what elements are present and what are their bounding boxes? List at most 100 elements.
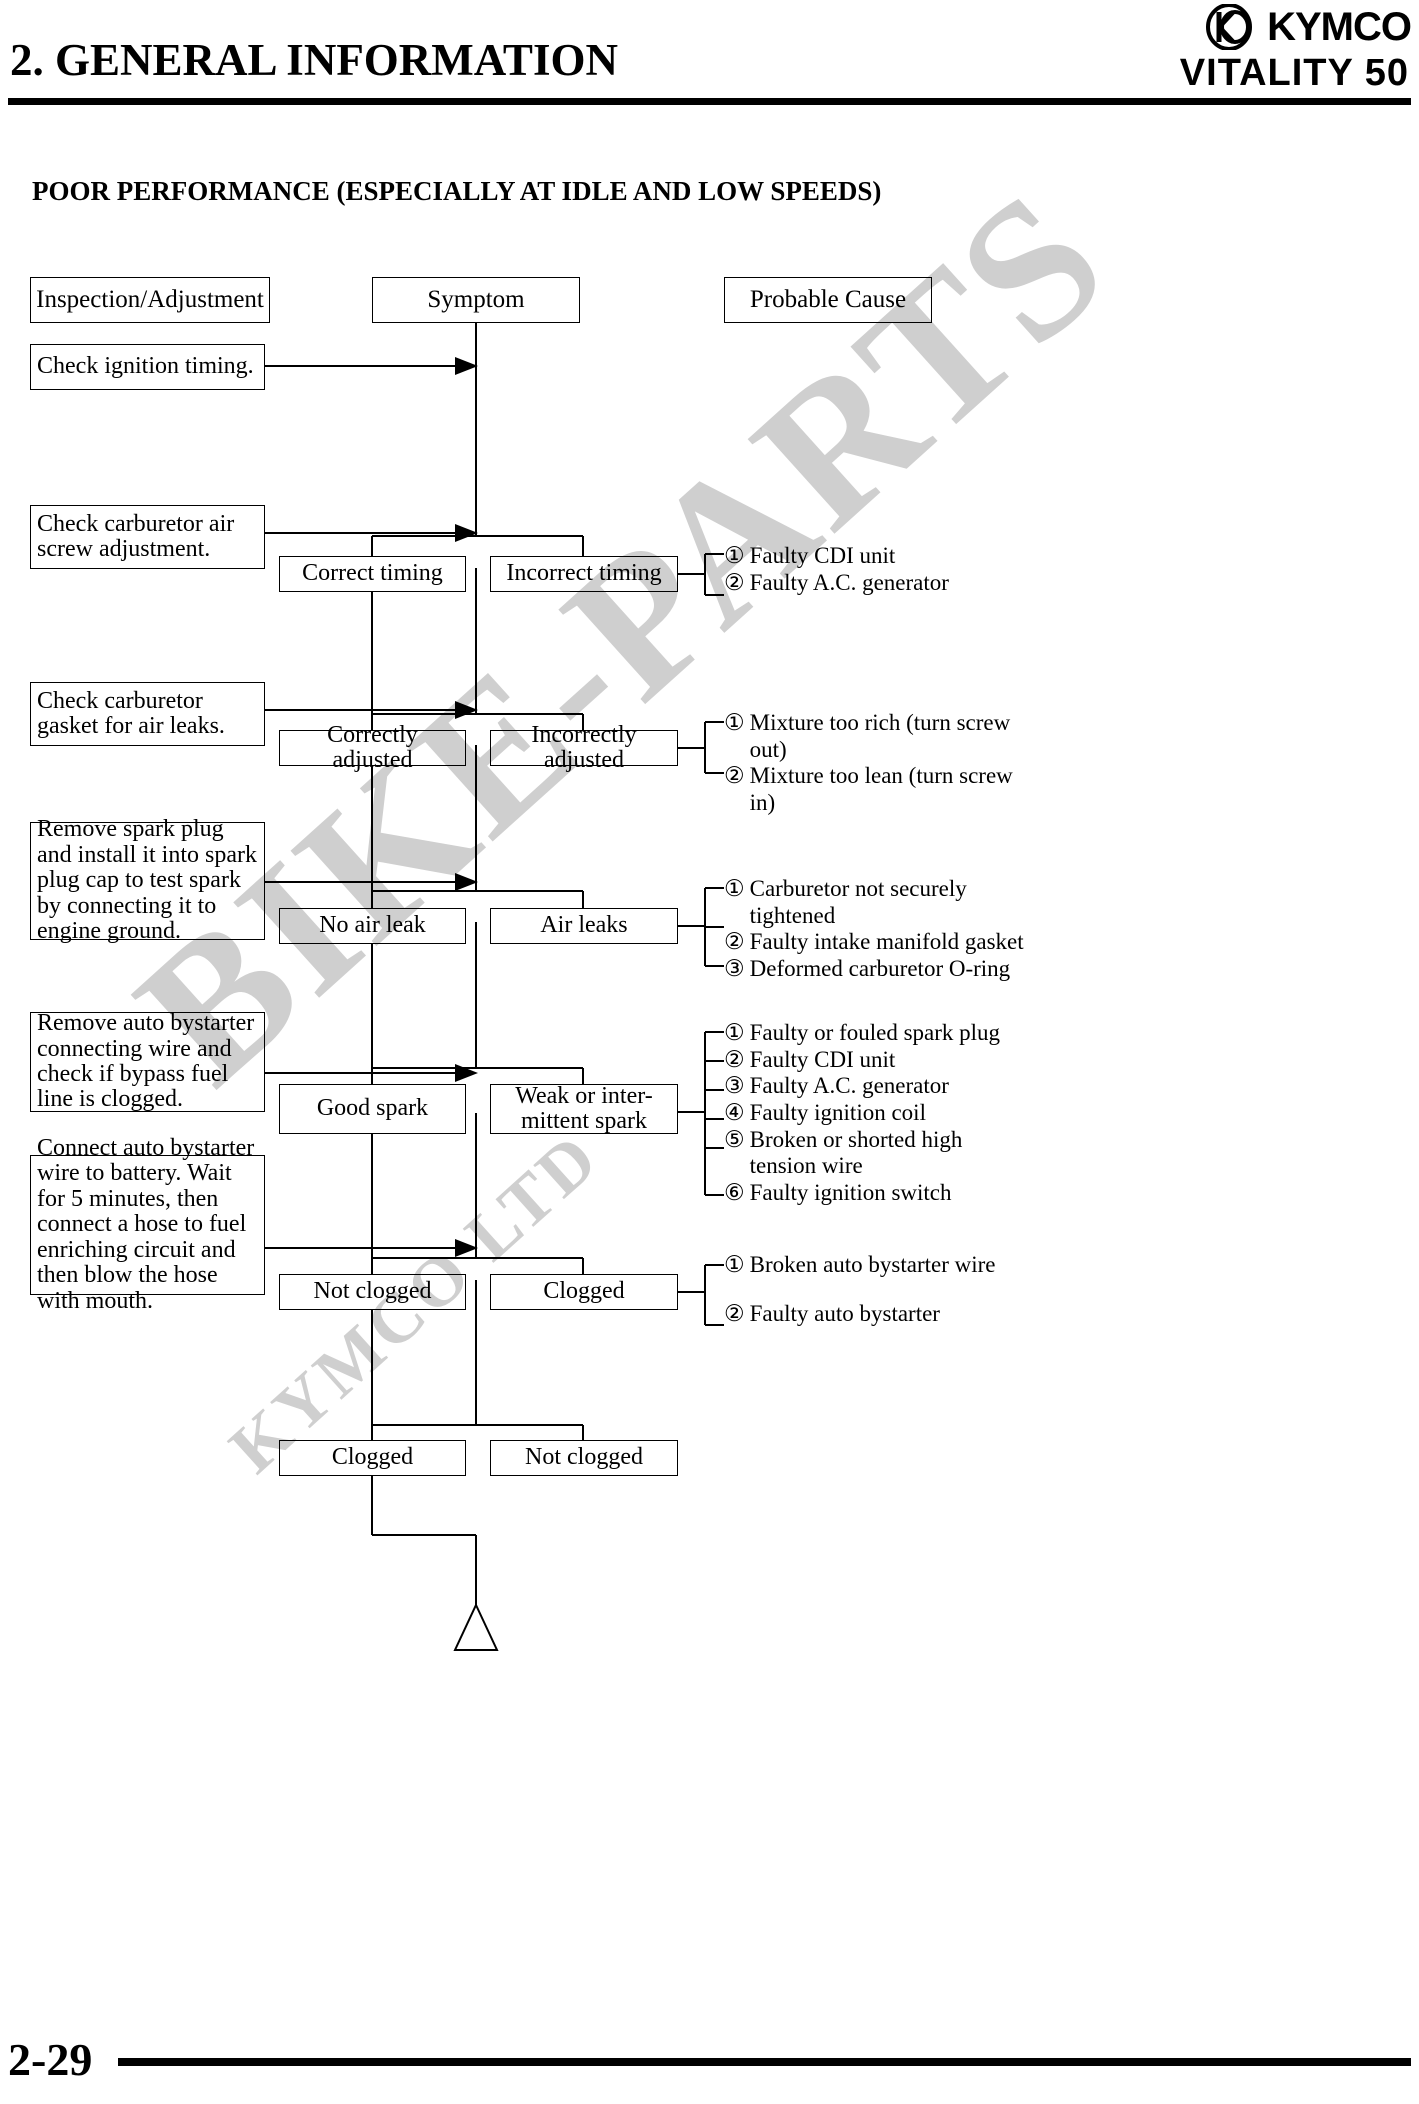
cause-item: ④ Faulty ignition coil [724,1100,1024,1127]
cause-number: ⑤ [724,1126,745,1152]
symptom-box-5-ok: Not clogged [279,1274,466,1310]
brand-block: KYMCO VITALITY 50 [1081,3,1412,95]
cause-list-3: ① Carburetor not securely tightened ② Fa… [724,876,1044,983]
inspection-box-5: Remove auto bystarter connecting wire an… [30,1010,265,1113]
cause-list-2: ① Mixture too rich (turn screw out) ② Mi… [724,710,1039,817]
symptom-box-4-bad: Weak or inter-mittent spark [490,1083,678,1134]
symptom-box-1-bad-text: Incorrect timing [506,560,662,587]
cause-item: ② Faulty A.C. generator [724,570,1054,597]
inspection-box-2: Check carburetor air screw adjustment. [30,505,265,569]
column-header-inspection: Inspection/Adjustment [30,277,270,323]
column-header-cause: Probable Cause [724,277,932,323]
cause-text: Faulty CDI unit [749,543,896,568]
cause-number: ② [724,1046,745,1072]
cause-item: ② Faulty auto bystarter [724,1301,1044,1328]
column-header-symptom: Symptom [372,277,580,323]
page-number: 2-29 [8,2034,93,2085]
cause-item: ① Faulty CDI unit [724,543,1054,570]
cause-text: Faulty ignition coil [749,1100,926,1126]
symptom-box-2-bad-text: Incorrectly adjusted [531,721,637,773]
symptom-box-6-bad-text: Not clogged [525,1444,643,1471]
symptom-box-2-ok-text: Correctly adjusted [327,721,418,773]
symptom-box-6-ok: Clogged [279,1440,466,1476]
footer-divider [118,2058,1411,2066]
symptom-box-3-ok-text: No air leak [319,912,426,939]
kymco-logo-icon [1205,3,1259,51]
cause-item: ② Faulty intake manifold gasket [724,929,1044,956]
symptom-box-1-ok-text: Correct timing [302,560,443,587]
symptom-box-3-bad: Air leaks [490,908,678,944]
inspection-box-1-text: Check ignition timing. [37,353,254,380]
cause-item: ⑤ Broken or shorted high tension wire [724,1127,1024,1180]
cause-item: ① Mixture too rich (turn screw out) [724,710,1039,763]
cause-number: ① [724,543,745,568]
column-header-inspection-label: Inspection/Adjustment [36,285,264,313]
continuation-triangle-icon [453,1602,499,1651]
inspection-box-6-text: Connect auto bystarter wire to battery. … [37,1134,255,1314]
page-title: 2. GENERAL INFORMATION [10,34,618,86]
cause-text: Faulty CDI unit [749,1046,896,1072]
symptom-box-6-bad: Not clogged [490,1440,678,1476]
symptom-box-1-ok: Correct timing [279,556,466,592]
inspection-box-2-text: Check carburetor air screw adjustment. [37,510,235,562]
cause-item: ③ Deformed carburetor O-ring [724,956,1044,983]
page-footer: 2-29 [0,2014,1419,2104]
cause-number: ③ [724,956,745,982]
cause-number: ② [724,763,745,789]
inspection-box-3: Check carburetor gasket for air leaks. [30,682,265,746]
cause-text: Mixture too lean (turn screw in) [749,763,1013,816]
cause-number: ④ [724,1100,745,1126]
cause-number: ① [724,1020,745,1045]
symptom-box-1-bad: Incorrect timing [490,556,678,592]
cause-text: Faulty A.C. generator [749,1073,949,1099]
symptom-box-3-ok: No air leak [279,908,466,944]
inspection-box-3-text: Check carburetor gasket for air leaks. [37,687,225,739]
cause-item: ③ Faulty A.C. generator [724,1073,1024,1100]
inspection-box-5-text: Remove auto bystarter connecting wire an… [37,1010,255,1113]
cause-text: Mixture too rich (turn screw out) [749,710,1011,762]
section-heading: POOR PERFORMANCE (ESPECIALLY AT IDLE AND… [32,176,882,206]
inspection-box-4: Remove spark plug and install it into sp… [30,817,265,944]
cause-text: Faulty intake manifold gasket [749,929,1024,955]
cause-item: ⑥ Faulty ignition switch [724,1180,1024,1207]
column-header-symptom-label: Symptom [427,285,525,313]
inspection-box-4-text: Remove spark plug and install it into sp… [37,816,257,945]
inspection-box-1: Check ignition timing. [30,344,265,390]
cause-number: ① [724,876,745,901]
cause-number: ② [724,569,745,595]
symptom-box-3-bad-text: Air leaks [540,912,628,939]
cause-number: ② [724,1300,745,1326]
symptom-box-4-ok: Good spark [279,1084,466,1134]
cause-text: Faulty auto bystarter [749,1300,940,1326]
symptom-box-5-bad: Clogged [490,1274,678,1310]
symptom-box-5-ok-text: Not clogged [313,1278,432,1305]
cause-list-1: ① Faulty CDI unit ② Faulty A.C. generato… [724,543,1054,596]
inspection-box-6: Connect auto bystarter wire to battery. … [30,1135,265,1313]
brand-name: KYMCO [1267,5,1412,49]
cause-text: Deformed carburetor O-ring [749,956,1011,982]
cause-text: Faulty A.C. generator [749,569,949,595]
cause-text: Faulty ignition switch [749,1180,952,1206]
cause-number: ② [724,929,745,955]
cause-number: ⑥ [724,1180,745,1206]
symptom-box-4-ok-text: Good spark [316,1095,429,1122]
header-divider [8,98,1411,105]
cause-list-4: ① Faulty or fouled spark plug ② Faulty C… [724,1020,1024,1207]
cause-item: ① Carburetor not securely tightened [724,876,1044,929]
symptom-box-6-ok-text: Clogged [331,1444,414,1471]
symptom-box-2-bad: Incorrectly adjusted [490,722,678,773]
cause-text: Faulty or fouled spark plug [749,1020,1001,1045]
cause-number: ① [724,710,745,735]
page-header: 2. GENERAL INFORMATION KYMCO VITALITY 50 [0,0,1419,118]
symptom-box-5-bad-text: Clogged [543,1278,625,1305]
cause-item: ① Broken auto bystarter wire [724,1252,1044,1279]
cause-text: Broken auto bystarter wire [749,1252,996,1277]
cause-text: Carburetor not securely tightened [749,876,967,928]
cause-item: ① Faulty or fouled spark plug [724,1020,1024,1047]
chapter-title-text: GENERAL INFORMATION [55,35,618,85]
cause-number: ③ [724,1073,745,1099]
cause-item: ② Faulty CDI unit [724,1047,1024,1074]
cause-number: ① [724,1252,745,1277]
